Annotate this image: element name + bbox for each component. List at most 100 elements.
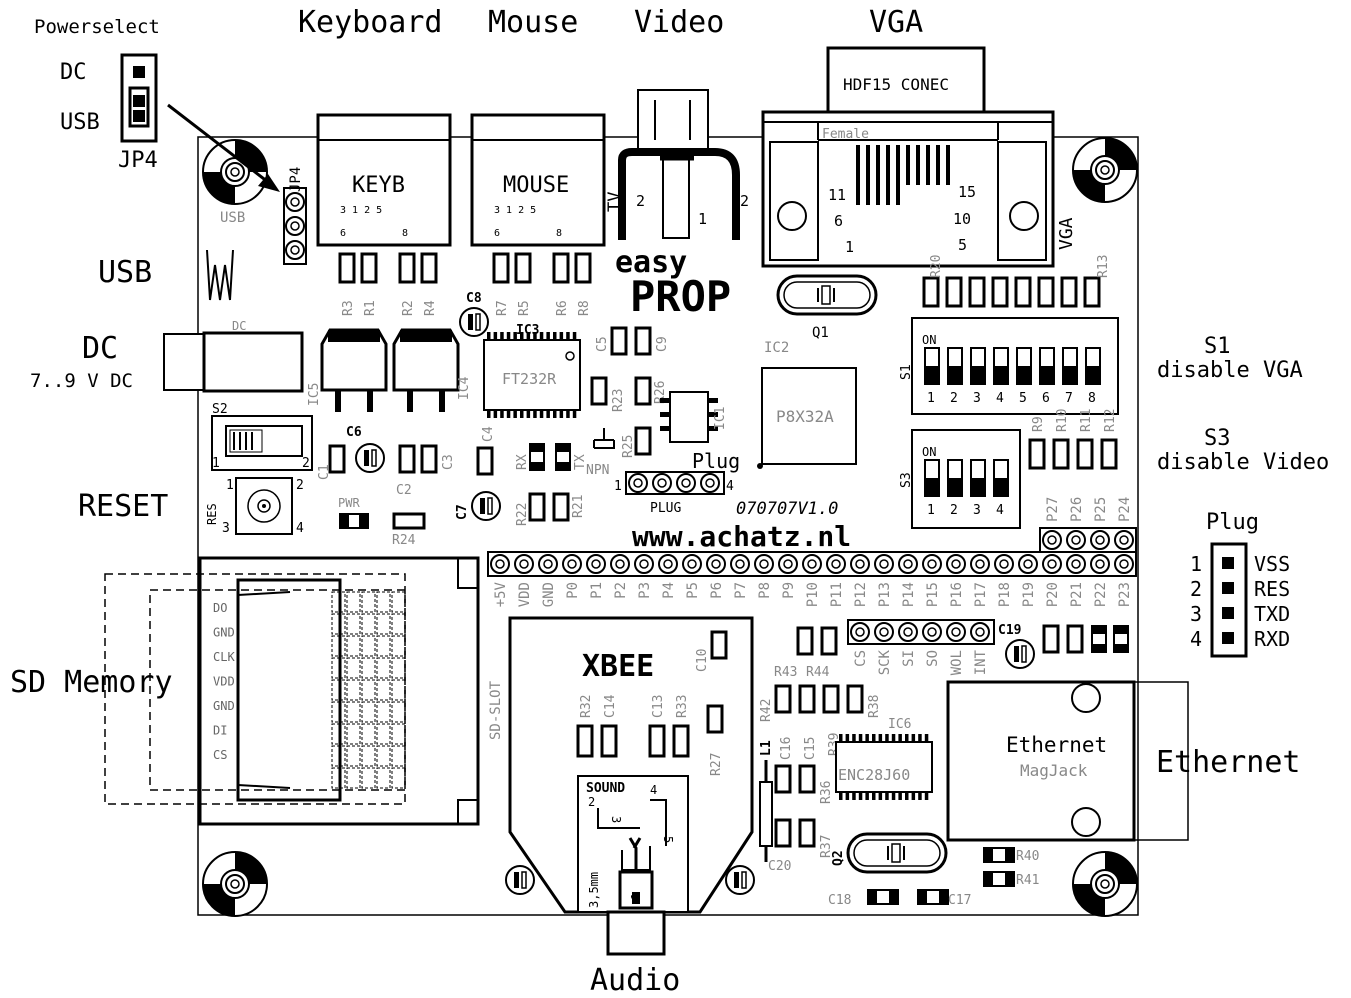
vga-db15-connector	[761, 46, 1055, 268]
dip-switch-s1	[911, 317, 1119, 415]
sd-contact	[331, 591, 346, 613]
version-label: 070707V1.0	[736, 499, 838, 519]
dip-s1-num-5: 5	[1019, 391, 1027, 406]
ic6-pin	[885, 792, 889, 800]
ic3-pin	[539, 332, 544, 340]
ic3-pin	[506, 410, 511, 418]
sd-contact	[391, 745, 406, 767]
pwr-led	[339, 513, 369, 529]
r25-label: R25	[621, 435, 636, 458]
sd-contact	[376, 591, 391, 613]
mouse-pins-label: 3 1 2 5	[494, 205, 536, 216]
ic3-pin	[546, 332, 550, 340]
rx-led	[529, 443, 545, 471]
plug-board-label: Plug	[692, 449, 740, 473]
ic3-pin	[513, 410, 517, 418]
io-header-pin	[1090, 554, 1110, 574]
s2-pin1-label: 1	[212, 456, 220, 471]
ic6-pin	[905, 734, 909, 742]
capacitor-c10	[710, 630, 728, 660]
tv-pin2-right: 2	[740, 192, 749, 210]
io-header-pin	[1018, 554, 1038, 574]
ic6-pin	[845, 734, 850, 742]
pwr-label: PWR	[338, 496, 360, 510]
dip-s3-num-2: 2	[950, 503, 958, 518]
dip-s1-actuator-7	[1064, 366, 1076, 383]
reset-pushbutton	[235, 477, 293, 535]
io-header-pin	[1066, 554, 1086, 574]
io-header-pin	[994, 554, 1014, 574]
resistor-r2	[398, 252, 416, 284]
sd-contact	[391, 767, 406, 789]
header-pin-label: P23	[1117, 582, 1133, 607]
c14	[600, 724, 618, 758]
enc-label: ENC28J60	[838, 766, 910, 784]
ic6-pin	[911, 792, 916, 800]
header-pin-label: P4	[661, 582, 677, 599]
sd-contact	[331, 657, 346, 679]
dc-jack-connector	[163, 331, 304, 393]
sd-contact	[376, 701, 391, 723]
resistor-r12	[1100, 438, 1118, 470]
resistor-r1	[360, 252, 378, 284]
ic3-pin	[559, 410, 564, 418]
ic3-pin	[546, 410, 550, 418]
capacitor-c20b	[798, 818, 816, 848]
io-header-pin	[1114, 554, 1134, 574]
capacitor-c2	[398, 444, 438, 474]
r36-label: R36	[819, 781, 834, 804]
resistor-vga-8	[1083, 276, 1101, 308]
resistor-r9	[1028, 438, 1046, 470]
header-pin-label: P11	[829, 582, 845, 607]
vga-conn-label: HDF15 CONEC	[843, 75, 949, 94]
c17-label: C17	[948, 893, 971, 908]
sd-contact	[346, 701, 361, 723]
sd-contact	[361, 635, 376, 657]
sd-contact	[391, 591, 406, 613]
vga-label: VGA	[869, 5, 924, 40]
mouse-pin8-label: 8	[556, 228, 562, 239]
io-header-pin	[730, 554, 750, 574]
ic6-pin	[898, 734, 902, 742]
sd-contact	[361, 767, 376, 789]
capacitor-c17	[917, 889, 949, 905]
resistor-vga-2	[945, 276, 963, 308]
s3-board-label: S3	[899, 472, 914, 488]
ethernet-pin-label: SCK	[877, 649, 893, 675]
sound-pin2: 2	[588, 795, 595, 809]
tv-pin2-left: 2	[636, 192, 645, 210]
resistor-vga-7	[1060, 276, 1078, 308]
q1-label: Q1	[812, 325, 829, 341]
audio-jack	[577, 775, 689, 956]
c20-label: C20	[768, 859, 791, 874]
ic3-pin	[572, 332, 577, 340]
resistor-vga-5	[1014, 276, 1032, 308]
sd-contact	[331, 679, 346, 701]
easy-logo-text: easy	[615, 245, 687, 280]
io-header-pin	[970, 554, 990, 574]
header-pin-label: P1	[589, 582, 605, 599]
mouse-pin6-label: 6	[494, 228, 500, 239]
io-header-pin	[898, 554, 918, 574]
sd-pin-label: GND	[213, 626, 235, 640]
ethernet-header-pin	[970, 622, 990, 642]
vga-pin15-label: 15	[958, 183, 976, 201]
sd-contact	[391, 701, 406, 723]
sd-contact	[331, 635, 346, 657]
header-pin-label: P14	[901, 582, 917, 607]
usb-option-label: USB	[60, 110, 100, 135]
c13-label: C13	[651, 695, 666, 718]
usb-board-label: USB	[220, 210, 245, 226]
ethernet-header-pin	[946, 622, 966, 642]
keyb-pin6-label: 6	[340, 228, 346, 239]
crystal-q1	[776, 274, 878, 316]
c10-label: C10	[695, 649, 710, 672]
io-header-pin	[850, 554, 870, 574]
io-header-pin	[682, 554, 702, 574]
ic3-ft232r-chip	[483, 339, 581, 411]
sd-contact	[346, 613, 361, 635]
plug-hdr-label: PLUG	[650, 501, 681, 516]
jack-size-label: 3,5mm	[587, 872, 601, 908]
